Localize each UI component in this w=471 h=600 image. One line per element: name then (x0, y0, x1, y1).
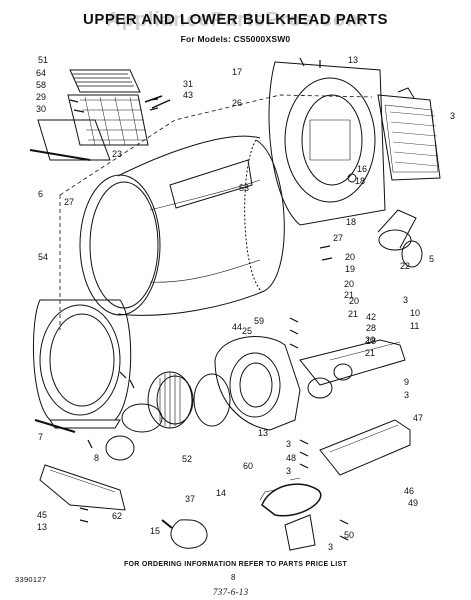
callout-60: 60 (243, 461, 253, 471)
callout-9: 9 (404, 377, 409, 387)
callout-20: 20 (349, 296, 359, 306)
callout-20: 20 (344, 279, 354, 289)
callout-49: 49 (408, 498, 418, 508)
bracket (284, 514, 316, 551)
callout-21: 21 (344, 290, 354, 300)
front-seal (121, 403, 163, 433)
callout-29: 29 (36, 92, 46, 102)
callout-15: 15 (150, 526, 160, 536)
callout-26: 26 (232, 98, 242, 108)
callout-8: 8 (94, 453, 99, 463)
callout-3: 3 (286, 439, 291, 449)
heater-duct (299, 339, 406, 399)
callout-20: 20 (365, 335, 375, 345)
lint-screen-assembly (29, 69, 171, 161)
drum-glide-ring (105, 435, 135, 461)
document-number: 3390127 (15, 575, 47, 584)
watermark: AppliancePartsPros.com (106, 9, 365, 31)
callout-46: 46 (404, 486, 414, 496)
rear-bulkhead (268, 61, 386, 226)
callout-18: 18 (366, 336, 376, 346)
callout-27: 27 (333, 233, 343, 243)
exhaust-duct-ring (378, 229, 412, 251)
callout-19: 19 (345, 264, 355, 274)
lint-duct (39, 464, 126, 511)
callout-13: 13 (37, 522, 47, 532)
callout-11: 11 (410, 321, 419, 331)
callout-43: 43 (183, 90, 193, 100)
callout-18: 18 (355, 176, 365, 186)
callout-3: 3 (286, 466, 291, 476)
ordering-info: FOR ORDERING INFORMATION REFER TO PARTS … (123, 561, 348, 568)
callout-3: 3 (404, 390, 409, 400)
callout-13: 13 (258, 428, 268, 438)
part-callouts: 5164582930314326131732362753161818201920… (36, 55, 455, 552)
callout-47: 47 (413, 413, 423, 423)
callout-21: 21 (365, 348, 375, 358)
callout-20: 20 (345, 252, 355, 262)
page-number: 8 (231, 573, 236, 582)
callout-3: 3 (403, 295, 408, 305)
callout-52: 52 (182, 454, 192, 464)
callout-58: 58 (36, 80, 46, 90)
callout-50: 50 (344, 530, 354, 540)
callout-28: 28 (366, 323, 376, 333)
callout-3: 3 (328, 542, 333, 552)
handwritten-note: 737-6-13 (213, 587, 249, 597)
callout-22: 22 (400, 261, 410, 271)
callout-42: 42 (366, 312, 376, 322)
callout-64: 64 (36, 68, 46, 78)
callout-7: 7 (38, 432, 43, 442)
callout-16: 16 (357, 164, 367, 174)
callout-10: 10 (410, 308, 420, 318)
callout-51: 51 (38, 55, 48, 65)
blower-wheel (147, 371, 194, 429)
callout-18: 18 (346, 217, 356, 227)
callout-3: 3 (450, 111, 455, 121)
callout-27: 27 (64, 197, 74, 207)
callout-31: 31 (183, 79, 193, 89)
callout-21: 21 (348, 309, 358, 319)
callout-5: 5 (429, 254, 434, 264)
dryer-drum (79, 135, 285, 316)
callout-48: 48 (286, 453, 296, 463)
callout-14: 14 (216, 488, 226, 498)
heater-housing (377, 87, 441, 181)
exhaust-duct-seal (401, 240, 423, 268)
callout-25: 25 (242, 326, 252, 336)
diagram-title: UPPER AND LOWER BULKHEAD PARTS (82, 11, 388, 28)
callout-44: 44 (232, 322, 242, 332)
heating-element-cable (170, 519, 208, 549)
callout-53: 53 (239, 183, 249, 193)
toe-panel-duct (319, 419, 411, 476)
blower-housing (214, 336, 301, 431)
wire-harness (261, 483, 322, 517)
callout-6: 6 (38, 189, 43, 199)
front-bulkhead (32, 299, 132, 433)
callout-59: 59 (254, 316, 264, 326)
callout-23: 23 (112, 149, 122, 159)
callout-37: 37 (185, 494, 195, 504)
callout-17: 17 (232, 67, 242, 77)
callout-62: 62 (112, 511, 122, 521)
blower-seal (193, 373, 231, 427)
callout-45: 45 (37, 510, 47, 520)
callout-30: 30 (36, 104, 46, 114)
model-subtitle: For Models: CS5000XSW0 (180, 34, 291, 44)
callout-13: 13 (348, 55, 358, 65)
callout-54: 54 (38, 252, 48, 262)
